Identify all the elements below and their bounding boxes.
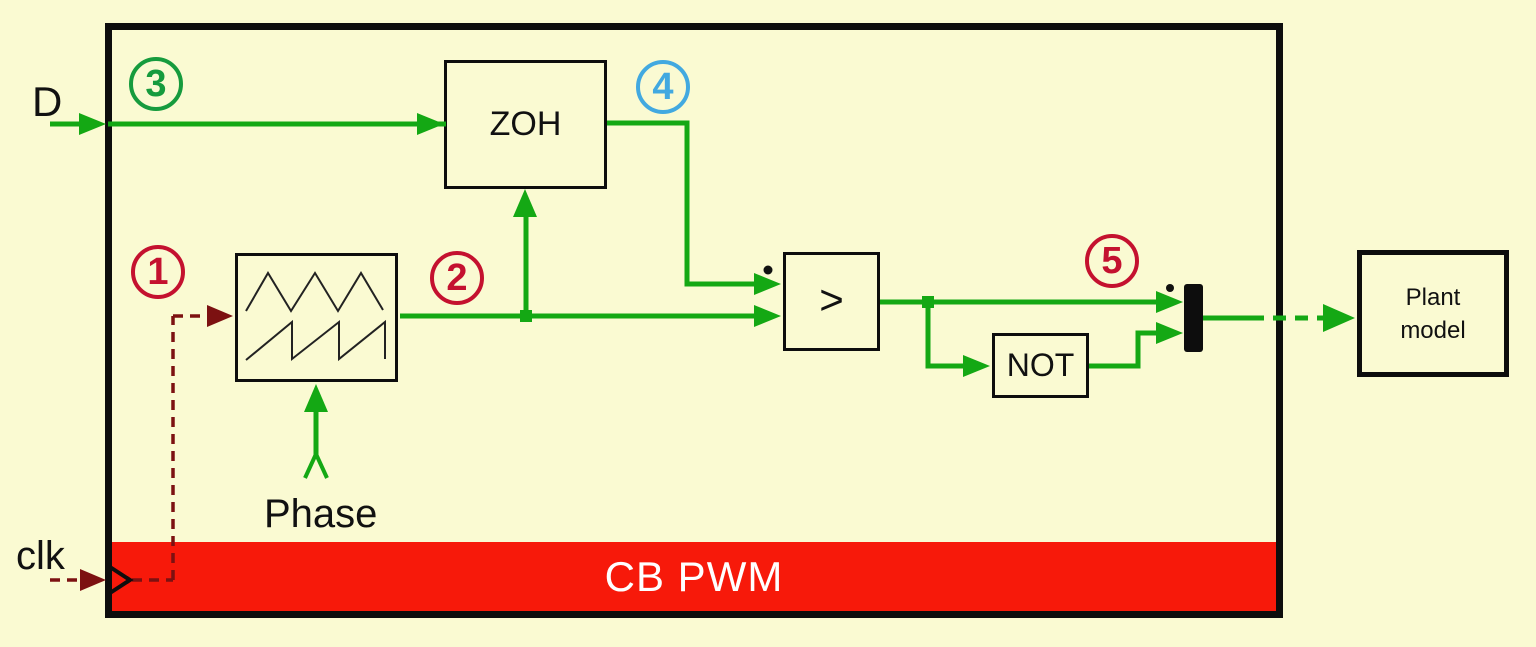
arrow-into-plant [1323,304,1355,332]
input-phase-label: Phase [264,492,378,536]
input-clk-label: clk [16,534,65,578]
banner-title: CB PWM [604,552,784,600]
comparator-block: > [783,252,880,351]
plant-model-label: Plant model [1400,283,1466,344]
marker-5-label: 5 [1101,239,1123,282]
marker-3: 3 [129,57,183,111]
carrier-generator-block [235,253,398,382]
marker-2: 2 [430,251,484,305]
plant-model-block: Plant model [1357,250,1509,377]
not-label: NOT [1006,347,1075,383]
zoh-label: ZOH [489,105,562,143]
marker-1: 1 [131,245,185,299]
zoh-block: ZOH [444,60,607,189]
marker-1-label: 1 [147,250,169,293]
arrow-d-into-frame [79,113,106,135]
banner-cb-pwm: CB PWM [112,542,1276,611]
comparator-label: > [819,275,844,323]
marker-4: 4 [636,60,690,114]
not-block: NOT [992,333,1089,398]
cb-pwm-subsystem-frame [105,23,1283,618]
marker-2-label: 2 [446,256,468,299]
arrow-clk-into-frame [80,569,106,591]
input-d-label: D [32,78,63,125]
marker-5: 5 [1085,234,1139,288]
marker-3-label: 3 [145,62,167,105]
marker-4-label: 4 [652,65,674,108]
